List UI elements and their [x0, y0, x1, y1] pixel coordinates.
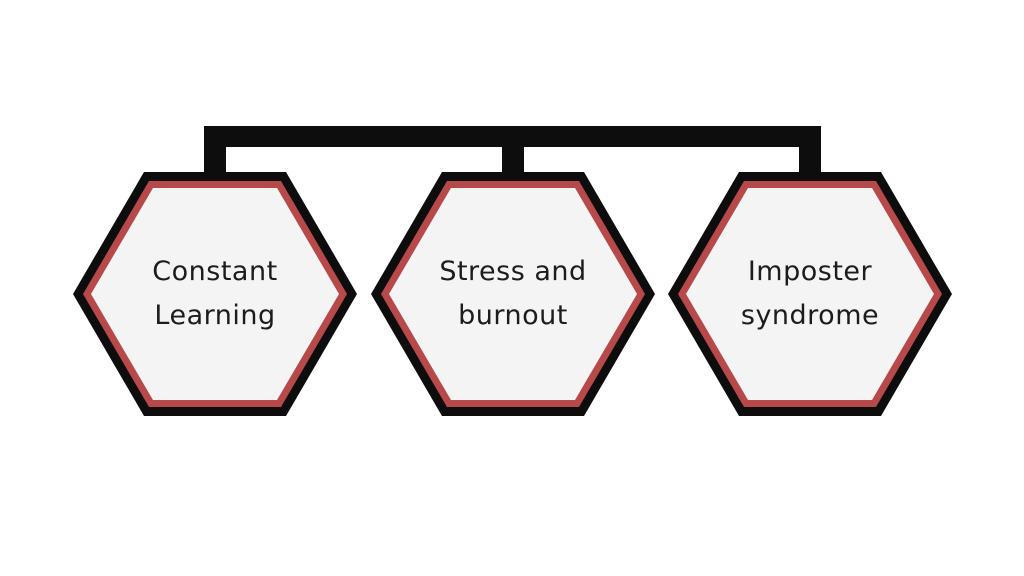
hex-label-constant-learning: Constant Learning: [73, 172, 357, 416]
hex-label-stress-and-burnout: Stress and burnout: [371, 172, 655, 416]
label-line: syndrome: [740, 300, 880, 331]
label-line: Imposter: [747, 256, 873, 288]
label-line: Stress and: [439, 256, 587, 288]
label-line: Constant: [152, 256, 278, 288]
hex-node-imposter-syndrome: Imposter syndrome: [668, 172, 952, 416]
connector-stub-left: [204, 126, 226, 180]
connector-stub-right: [799, 126, 821, 180]
hex-node-constant-learning: Constant Learning: [73, 172, 357, 416]
hex-node-stress-and-burnout: Stress and burnout: [371, 172, 655, 416]
label-line: Learning: [154, 300, 276, 331]
connector-stub-center: [502, 126, 524, 180]
label-line: burnout: [458, 300, 568, 331]
hex-label-imposter-syndrome: Imposter syndrome: [668, 172, 952, 416]
